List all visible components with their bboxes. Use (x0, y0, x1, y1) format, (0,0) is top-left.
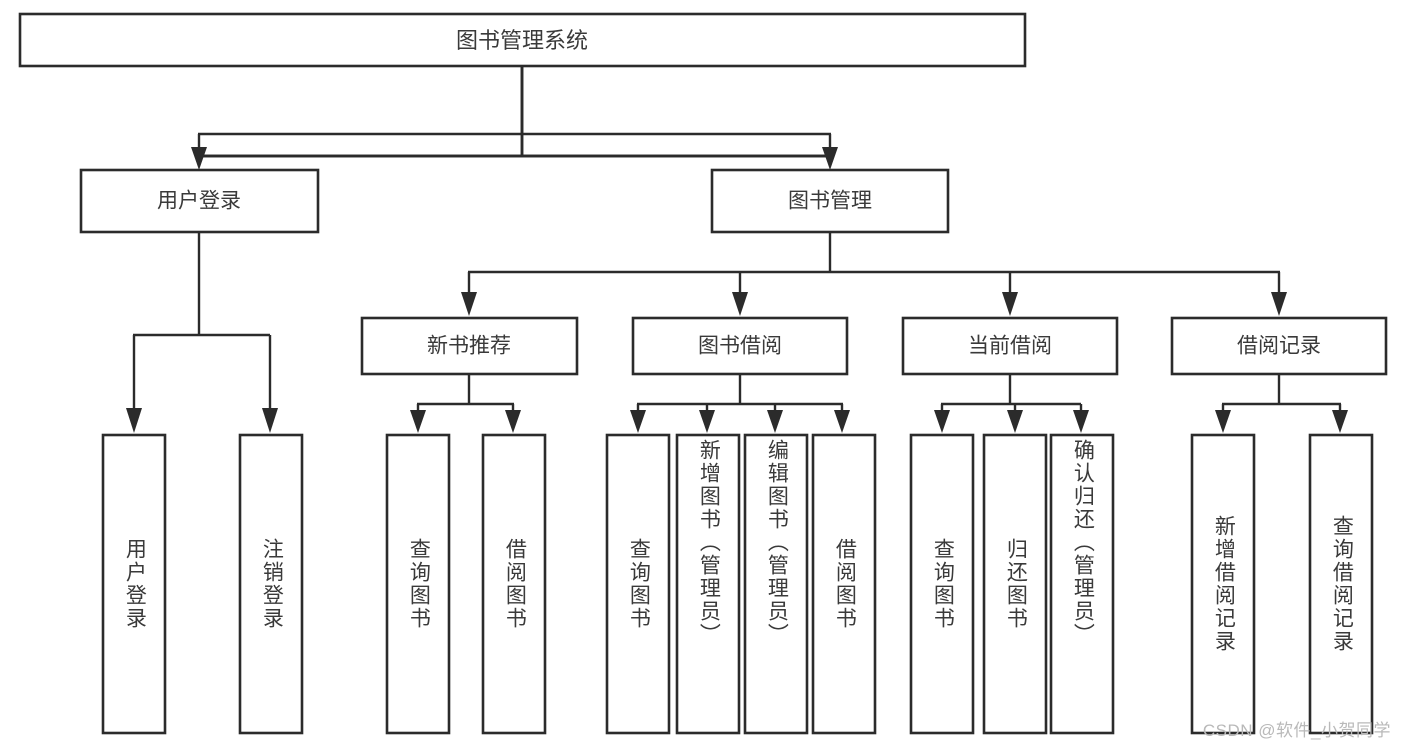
arrow-to-leaf-logout (262, 408, 278, 433)
node-user-login-label: 用户登录 (157, 190, 241, 213)
arrow-record-leaf-1 (1215, 410, 1231, 433)
leaf-box-query-book-2[interactable] (605, 433, 671, 735)
arrow-newbook-leaf-2 (505, 410, 521, 433)
node-new-book-recommend-box[interactable] (360, 316, 579, 376)
arrow-to-new-book-rec (461, 292, 477, 316)
leaf-box-borrow-book-1[interactable] (481, 433, 547, 735)
edge-layer-final (197, 66, 832, 158)
arrow-to-leaf-user-login (126, 408, 142, 433)
connectors-main (197, 66, 832, 158)
node-book-management-label: 图书管理 (788, 190, 872, 213)
arrow-borrow-leaf-4 (834, 410, 850, 433)
leaf-box-return-book[interactable] (982, 433, 1048, 735)
node-borrow-record-label: 借阅记录 (1237, 335, 1321, 358)
node-book-borrow-label: 图书借阅 (698, 335, 782, 358)
connector-layer (197, 66, 830, 160)
arrow-newbook-leaf-1 (410, 410, 426, 433)
node-root-box[interactable] (18, 12, 1027, 68)
node-borrow-record-box[interactable] (1170, 316, 1388, 376)
arrow-borrow-leaf-1 (630, 410, 646, 433)
diagram-edges (126, 66, 1348, 433)
arrow-to-book-borrow (732, 292, 748, 316)
node-root-label: 图书管理系统 (456, 28, 588, 53)
arrow-current-leaf-1 (934, 410, 950, 433)
leaf-box-logout[interactable] (238, 433, 304, 735)
edges-root-level2 (197, 66, 832, 158)
leaf-box-query-book-1[interactable] (385, 433, 451, 735)
leaf-box-user-login[interactable] (101, 433, 167, 735)
arrow-current-leaf-3 (1073, 410, 1089, 433)
leaf-box-add-book-admin[interactable] (675, 433, 741, 735)
leaf-box-query-record[interactable] (1308, 433, 1374, 735)
arrow-to-user-login (191, 147, 207, 170)
leaf-box-confirm-return[interactable] (1049, 433, 1115, 735)
arrow-to-borrow-record (1271, 292, 1287, 316)
node-book-borrow-box[interactable] (631, 316, 849, 376)
node-current-borrow-label: 当前借阅 (968, 335, 1052, 358)
arrow-to-current-borrow (1002, 292, 1018, 316)
arrow-borrow-leaf-2 (699, 410, 715, 433)
node-book-management-box[interactable] (710, 168, 950, 234)
node-user-login-box[interactable] (79, 168, 320, 234)
node-layer: 图书管理系统 用户登录 图书管理 新书推荐 图书借阅 当前借阅 借阅记录 (18, 12, 1388, 735)
arrow-to-book-management (822, 147, 838, 170)
arrow-current-leaf-2 (1007, 410, 1023, 433)
leaf-box-edit-book-admin[interactable] (743, 433, 809, 735)
leaf-box-add-record[interactable] (1190, 433, 1256, 735)
leaf-box-query-book-3[interactable] (909, 433, 975, 735)
node-new-book-recommend-label: 新书推荐 (427, 335, 511, 358)
node-current-borrow-box[interactable] (901, 316, 1119, 376)
arrow-record-leaf-2 (1332, 410, 1348, 433)
leaf-box-borrow-book-2[interactable] (811, 433, 877, 735)
arrow-borrow-leaf-3 (767, 410, 783, 433)
